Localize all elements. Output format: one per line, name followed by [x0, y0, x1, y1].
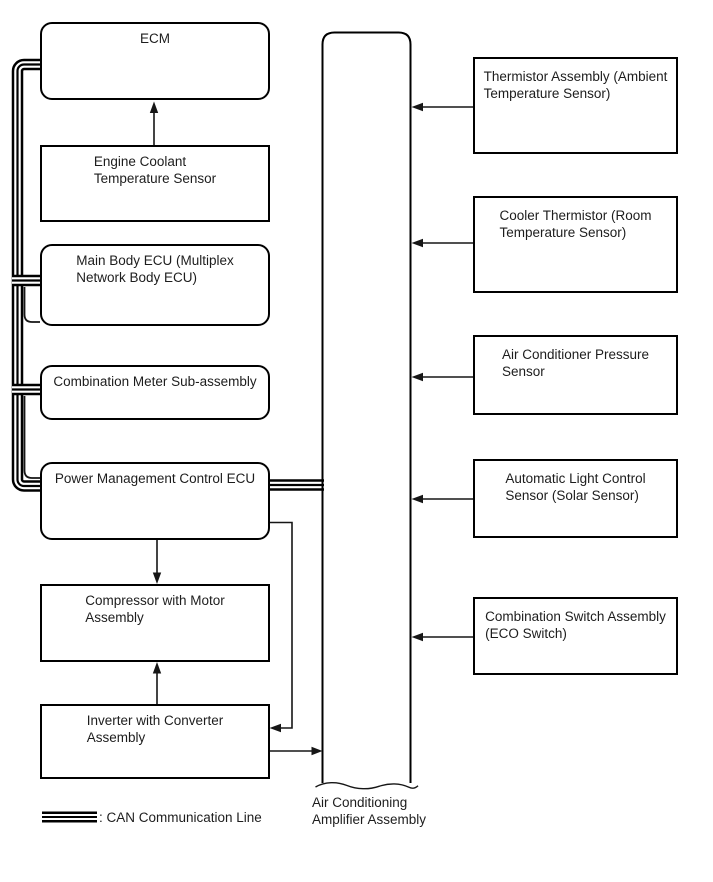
node-label: Network Body ECU): [76, 270, 198, 285]
node-label: Automatic Light Control: [505, 471, 646, 486]
legend-label: : CAN Communication Line: [99, 810, 262, 825]
node-label: Combination Meter Sub-assembly: [53, 374, 257, 389]
node-label: Sensor (Solar Sensor): [505, 488, 639, 503]
node-label: Assembly: [86, 730, 146, 745]
arrow-pmc-to-compressor-head: [152, 572, 162, 584]
node-label: Temperature Sensor: [93, 171, 217, 186]
node-label: Engine Coolant: [93, 154, 187, 169]
can-junction-hook-2: [23, 396, 40, 479]
node-label: Inverter with Converter: [86, 713, 224, 728]
can-junction-hook-1: [23, 287, 40, 323]
amplifier-caption-line: Amplifier Assembly: [312, 812, 427, 827]
arrow-inverter-to-amplifier-head: [311, 746, 323, 756]
arrow-ambient-sensor-head: [411, 102, 423, 112]
node-label: Combination Switch Assembly: [485, 609, 666, 624]
node-label: Temperature Sensor): [483, 86, 611, 101]
arrow-solar-sensor-head: [411, 494, 423, 504]
arrow-pmc-to-inverter-line: [269, 521, 293, 729]
node-label: Temperature Sensor): [499, 225, 627, 240]
arrow-pressure-sensor-head: [411, 372, 423, 382]
arrow-eco-switch-head: [411, 632, 423, 642]
arrow-inverter-to-compressor-head: [152, 662, 162, 674]
node-label: Assembly: [85, 610, 144, 625]
node-ecm: ECM: [40, 22, 270, 100]
amplifier-caption-line: Air Conditioning: [312, 795, 408, 810]
node-label: (ECO Switch): [485, 626, 567, 641]
node-label: ECM: [140, 31, 170, 46]
amplifier-caption: Air Conditioning Amplifier Assembly: [312, 794, 426, 828]
arrow-room-sensor-head: [411, 238, 423, 248]
node-power-management-control-ecu: Power Management Control ECU: [40, 462, 270, 540]
node-eco-switch: Combination Switch Assembly (ECO Switch): [473, 597, 678, 675]
node-label: Cooler Thermistor (Room: [499, 208, 652, 223]
amplifier-outline: [321, 31, 412, 783]
amplifier-torn-edge: [315, 781, 419, 790]
node-label: Air Conditioner Pressure: [501, 347, 650, 362]
node-label: Main Body ECU (Multiplex: [76, 253, 234, 268]
node-label: Power Management Control ECU: [54, 471, 256, 486]
node-combination-meter-sub-assembly: Combination Meter Sub-assembly: [40, 365, 270, 420]
arrow-coolant-to-ecm-head: [149, 101, 159, 113]
node-label: Sensor: [501, 364, 545, 379]
arrow-pmc-to-inverter-head: [269, 723, 281, 733]
node-label: Compressor with Motor: [85, 593, 225, 608]
node-label: Thermistor Assembly (Ambient: [483, 69, 668, 84]
